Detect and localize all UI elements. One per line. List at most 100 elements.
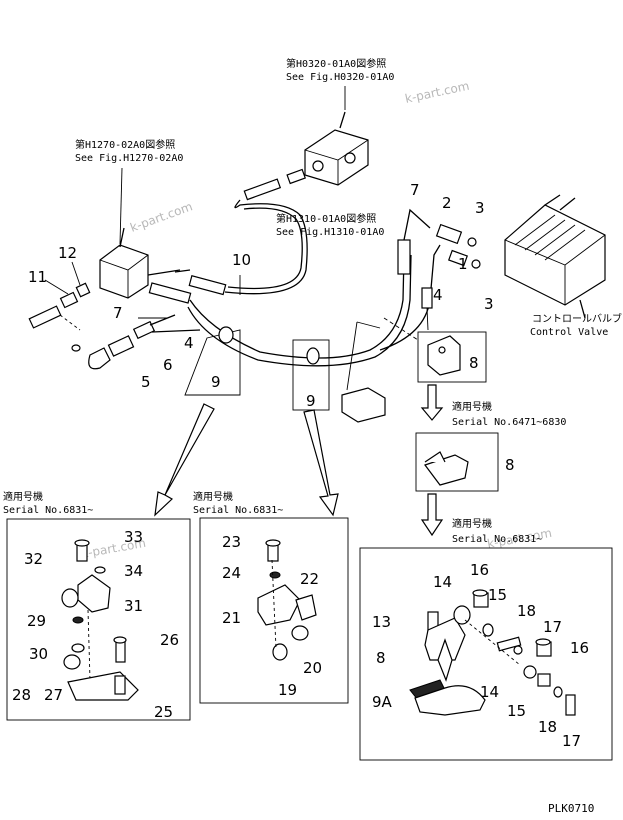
part-label: 14 <box>480 683 499 701</box>
arrow-clamp-mid <box>303 409 339 517</box>
detail-box-mid <box>199 517 349 704</box>
detail-box-left <box>6 518 191 721</box>
part-label: 34 <box>124 562 143 580</box>
ref-h0320-jp: 第H0320-01A0図参照 <box>286 57 386 70</box>
part-label: 26 <box>160 631 179 649</box>
hoses-5-6 <box>88 314 201 370</box>
part-label: 2 <box>442 194 452 212</box>
part-label: 19 <box>278 681 297 699</box>
part-label: 7 <box>113 304 123 322</box>
bracket-middle <box>341 287 433 423</box>
part-label: 3 <box>475 199 485 217</box>
hose-7-main <box>148 208 441 367</box>
part-label: 11 <box>28 268 47 286</box>
part-label: 17 <box>562 732 581 750</box>
detail-box-right <box>359 547 613 761</box>
part-label: 15 <box>488 586 507 604</box>
fittings-left <box>28 282 91 352</box>
clamp-9-mid <box>292 339 330 411</box>
part-label: 7 <box>410 181 420 199</box>
figure-code: PLK0710 <box>548 802 594 815</box>
watermark: k-part.com <box>404 79 471 106</box>
control-valve-jp: コントロールバルブ <box>532 312 622 325</box>
bracket-8-box <box>417 331 487 383</box>
part-label: 4 <box>184 334 194 352</box>
part-label: 16 <box>570 639 589 657</box>
ref-h1310-en: See Fig.H1310-01A0 <box>276 227 384 238</box>
washer-34 <box>94 566 106 574</box>
part-label: 12 <box>58 244 77 262</box>
part-label: 29 <box>27 612 46 630</box>
detail-right-parts <box>409 589 576 716</box>
washer-29 <box>72 616 84 624</box>
part-label: 4 <box>433 286 443 304</box>
part-label: 9A <box>372 693 393 711</box>
detail-mid-parts <box>257 539 317 661</box>
serial-label-jp: 適用号機 <box>452 400 492 413</box>
part-label: 20 <box>303 659 322 677</box>
arrow-down <box>420 384 444 421</box>
part-label: 9 <box>306 392 316 410</box>
part-label: 25 <box>154 703 173 721</box>
part-label: 1 <box>458 255 468 273</box>
clamp-31 <box>77 574 111 613</box>
part-label: 21 <box>222 609 241 627</box>
part-label: 8 <box>469 354 479 372</box>
part-label: 3 <box>484 295 494 313</box>
part-label: 13 <box>372 613 391 631</box>
part-label: 28 <box>12 686 31 704</box>
leader <box>44 279 69 295</box>
serial-label-jp: 適用号機 <box>3 490 43 503</box>
serial-6831-mid: Serial No.6831~ <box>193 505 283 516</box>
part-label: 32 <box>24 550 43 568</box>
ref-h1270-en: See Fig.H1270-02A0 <box>75 153 183 164</box>
part-label: 30 <box>29 645 48 663</box>
part-label: 8 <box>376 649 386 667</box>
ref-h0320-en: See Fig.H0320-01A0 <box>286 72 394 83</box>
ref-h1270-jp: 第H1270-02A0図参照 <box>75 138 175 151</box>
bracket-8-alt-box <box>415 432 499 492</box>
bracket-8-alt <box>424 451 469 486</box>
control-valve-en: Control Valve <box>530 327 608 338</box>
part-label: 18 <box>517 602 536 620</box>
leader <box>71 261 81 286</box>
watermark: k-part.com <box>128 199 194 235</box>
washer-30 <box>71 643 85 653</box>
bracket-25 <box>67 671 139 701</box>
nut-27 <box>63 654 81 670</box>
serial-6831-right: Serial No.6831~ <box>452 534 542 545</box>
part-label: 14 <box>433 573 452 591</box>
part-label: 17 <box>543 618 562 636</box>
part-label: 27 <box>44 686 63 704</box>
part-label: 6 <box>163 356 173 374</box>
cushion-32 <box>61 588 79 608</box>
ref-h1310-jp: 第H1310-01A0図参照 <box>276 212 376 225</box>
part-label: 31 <box>124 597 143 615</box>
part-label: 33 <box>124 528 143 546</box>
pilot-valve-left <box>99 167 181 299</box>
part-label: 8 <box>505 456 515 474</box>
clamp-9-left <box>184 326 241 396</box>
hose-10 <box>174 178 308 296</box>
part-label: 16 <box>470 561 489 579</box>
part-label: 5 <box>141 373 151 391</box>
control-valve <box>504 194 606 319</box>
serial-label-jp: 適用号機 <box>193 490 233 503</box>
part-label: 22 <box>300 570 319 588</box>
detail-left-parts <box>61 539 139 701</box>
valve-block-top <box>286 86 369 186</box>
part-label: 18 <box>538 718 557 736</box>
fittings-right <box>435 223 481 269</box>
serial-6471-6830: Serial No.6471~6830 <box>452 417 566 428</box>
arrow-down <box>420 493 444 537</box>
serial-label-jp: 適用号機 <box>452 517 492 530</box>
part-label: 24 <box>222 564 241 582</box>
part-label: 9 <box>211 373 221 391</box>
serial-6831-left: Serial No.6831~ <box>3 505 93 516</box>
arrow-clamp-left <box>154 403 215 517</box>
part-label: 23 <box>222 533 241 551</box>
bracket-8-top <box>427 335 461 376</box>
part-label: 10 <box>232 251 251 269</box>
